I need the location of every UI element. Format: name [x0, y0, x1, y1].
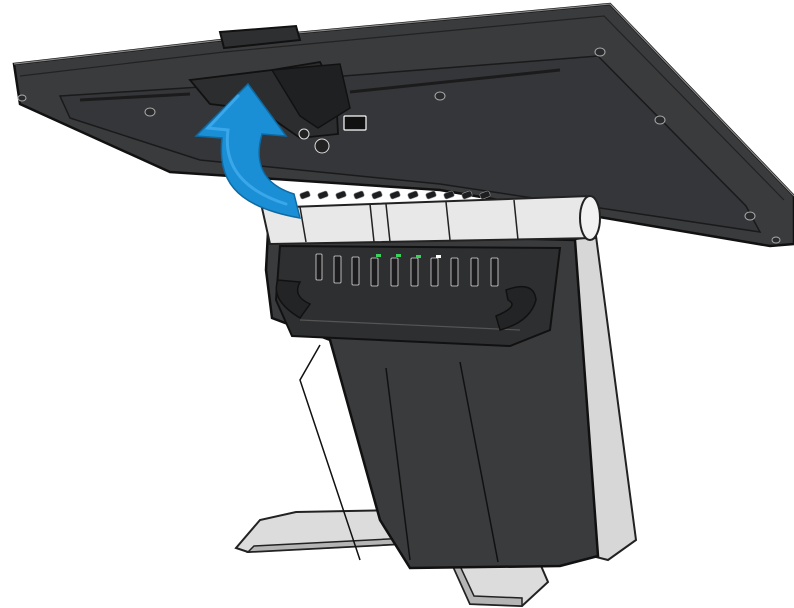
top-handle — [218, 24, 302, 50]
port-slots — [315, 253, 499, 287]
curved-up-arrow-icon — [194, 82, 302, 219]
stand-column — [264, 230, 638, 570]
vent-slots — [299, 190, 491, 200]
rj45-port — [343, 115, 367, 131]
hinge-bar — [260, 194, 601, 246]
port-indicator-leds — [376, 254, 441, 258]
power-jack — [314, 138, 330, 154]
